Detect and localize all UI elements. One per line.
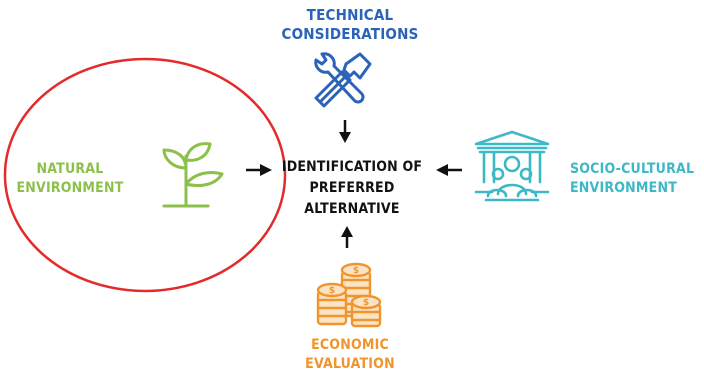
technical-line2: CONSIDERATIONS [281,25,419,43]
socio-line1: SOCIO-CULTURAL [570,161,695,177]
svg-text:$: $ [363,298,369,308]
technical-considerations-label: TECHNICAL CONSIDERATIONS [270,6,430,44]
technical-line1: TECHNICAL [306,6,394,24]
center-line2: PREFERRED [309,180,395,196]
arrow-right-from-natural [246,164,272,176]
plant-sprout-icon [162,142,224,208]
arrow-left-from-socio [436,164,462,176]
arrow-up-from-economic [341,226,353,248]
economic-line2: EVALUATION [305,356,395,372]
tools-icon [314,52,372,108]
building-people-icon [474,130,550,202]
natural-line2: ENVIRONMENT [16,180,124,196]
socio-line2: ENVIRONMENT [570,180,678,196]
economic-evaluation-label: ECONOMIC EVALUATION [275,336,425,374]
svg-text:$: $ [329,286,335,296]
economic-line1: ECONOMIC [311,337,389,353]
center-preferred-alternative: IDENTIFICATION OF PREFERRED ALTERNATIVE [262,157,442,220]
center-line1: IDENTIFICATION OF [281,159,423,175]
natural-environment-label: NATURAL ENVIRONMENT [10,160,130,198]
socio-cultural-environment-label: SOCIO-CULTURAL ENVIRONMENT [570,160,704,198]
center-line3: ALTERNATIVE [304,201,400,217]
natural-line1: NATURAL [36,161,104,177]
svg-text:$: $ [353,266,359,276]
arrow-down-from-technical [339,120,351,143]
coin-stacks-icon: $ $ $ [316,262,382,328]
